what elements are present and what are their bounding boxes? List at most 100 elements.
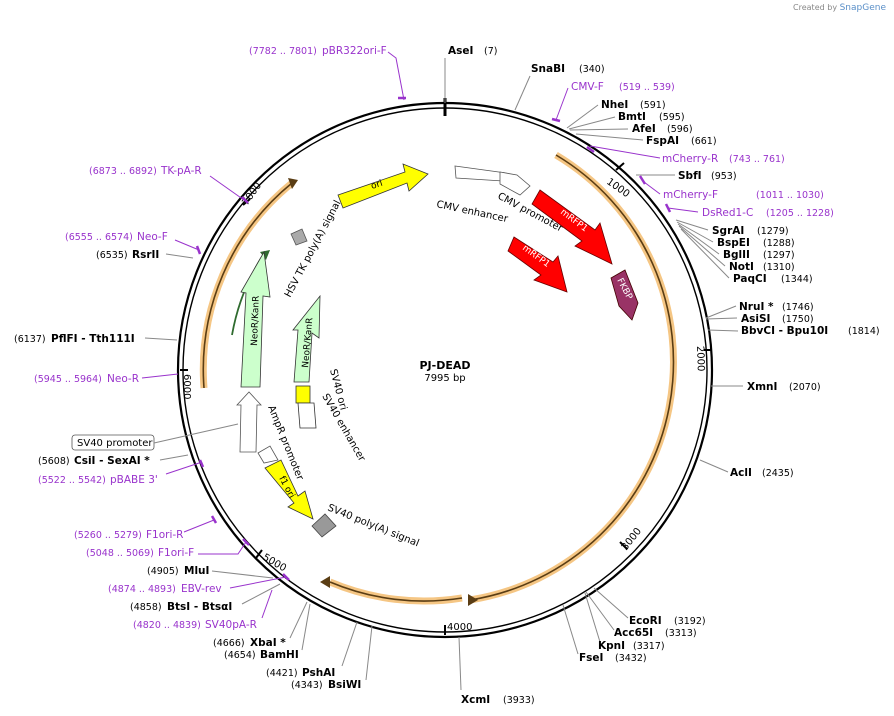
site-sbfI: SbfI bbox=[678, 170, 702, 182]
notI-leader bbox=[678, 225, 726, 267]
primer-pbr322ori: pBR322ori-F bbox=[322, 45, 387, 57]
tkpaR-mark bbox=[241, 196, 249, 204]
primer-f1oriR: F1ori-R bbox=[146, 529, 183, 541]
tick-mark-1000 bbox=[615, 162, 625, 171]
pshAI-leader bbox=[341, 621, 358, 667]
tick-6000: 6000 bbox=[181, 374, 192, 399]
bspEI-leader bbox=[676, 221, 714, 243]
f1oriR-leader bbox=[183, 519, 215, 533]
pbabe3-mark bbox=[198, 459, 205, 468]
neoR-leader bbox=[141, 373, 179, 379]
primer-neoF-pos: (6555 .. 6574) bbox=[65, 232, 133, 243]
ori-label: ori bbox=[370, 179, 384, 192]
orf-arc-right bbox=[469, 154, 675, 601]
site-mluI-pos: (4905) bbox=[147, 566, 179, 577]
paqCI-leader bbox=[680, 228, 730, 279]
site-paqCI: PaqCI bbox=[733, 273, 767, 285]
primers: (7782 .. 7801) pBR322ori-F CMV-F (519 ..… bbox=[34, 45, 834, 631]
primer-mcherryR-pos: (743 .. 761) bbox=[729, 154, 785, 165]
ampr-promoter-arrow bbox=[236, 391, 262, 453]
fspAI-leader bbox=[575, 133, 644, 141]
acc65I-leader bbox=[585, 591, 615, 631]
tick-3000: 3000 bbox=[620, 526, 644, 553]
primer-pbr322ori-pos: (7782 .. 7801) bbox=[249, 46, 317, 57]
site-fseI-pos: (3432) bbox=[615, 653, 647, 664]
site-notI: NotI bbox=[729, 261, 754, 273]
orf-arc-bottom-halo bbox=[328, 578, 463, 605]
site-xcmI: XcmI bbox=[461, 694, 490, 706]
primer-cmvF-pos: (519 .. 539) bbox=[619, 82, 675, 93]
primer-tkpaR-pos: (6873 .. 6892) bbox=[89, 166, 157, 177]
f1oriF-leader bbox=[198, 541, 247, 555]
sv40-promoter-leader bbox=[153, 423, 239, 444]
tick-mark-3000 bbox=[619, 541, 628, 550]
pbr322ori-leader bbox=[387, 51, 405, 101]
rsrII-leader bbox=[165, 253, 194, 259]
plasmid-name: PJ-DEAD bbox=[419, 359, 470, 372]
primer-f1oriR-pos: (5260 .. 5279) bbox=[74, 530, 142, 541]
xcmI-leader bbox=[458, 636, 462, 691]
csiI-leader bbox=[159, 454, 189, 461]
site-btsI-pos: (4858) bbox=[130, 602, 162, 613]
ecoRI-leader bbox=[593, 587, 629, 619]
mluI-leader bbox=[211, 570, 274, 579]
neor-orf-arrowhead bbox=[260, 250, 270, 260]
tkpaR-leader bbox=[209, 175, 245, 201]
site-bmtI-pos: (595) bbox=[659, 112, 685, 123]
bglII-leader bbox=[677, 223, 720, 255]
site-pshAI: PshAI bbox=[302, 667, 335, 679]
site-asiSI-pos: (1750) bbox=[782, 314, 814, 325]
site-bbvCI: BbvCI - Bpu10I bbox=[741, 325, 828, 337]
site-afeI-pos: (596) bbox=[667, 124, 693, 135]
site-fspAI-pos: (661) bbox=[691, 136, 717, 147]
fkbp-arrow bbox=[610, 269, 639, 321]
site-nheI: NheI bbox=[601, 99, 628, 111]
sv40-polya-label: SV40 poly(A) signal bbox=[326, 503, 421, 550]
aclI-leader bbox=[699, 459, 729, 473]
site-bamHI-pos: (4654) bbox=[224, 650, 256, 661]
site-paqCI-pos: (1344) bbox=[781, 274, 813, 285]
sv40-ori-box bbox=[295, 385, 311, 404]
fseI-leader bbox=[562, 604, 579, 655]
mrfp1-arrow-b bbox=[507, 236, 568, 293]
site-fspAI: FspAI bbox=[646, 135, 679, 147]
site-csiI: CsiI - SexAI * bbox=[74, 455, 150, 467]
primer-neoF: Neo-F bbox=[137, 231, 168, 243]
site-rsrII-pos: (6535) bbox=[96, 250, 128, 261]
neoF-mark bbox=[195, 245, 202, 255]
site-acc65I: Acc65I bbox=[614, 627, 653, 639]
mrfp1-arrow-a bbox=[531, 189, 613, 265]
nruI-leader bbox=[705, 305, 737, 319]
cmv-promoter-arrow bbox=[499, 171, 531, 196]
primer-tkpaR: TK-pA-R bbox=[160, 165, 202, 177]
site-aseI-pos: (7) bbox=[484, 46, 497, 57]
tick-2000: 2000 bbox=[694, 346, 706, 372]
site-mluI: MluI bbox=[184, 565, 209, 577]
site-acc65I-pos: (3313) bbox=[665, 628, 697, 639]
xbaI-leader bbox=[289, 601, 308, 639]
mcherryR-leader bbox=[589, 145, 661, 159]
site-bsiWI: BsiWI bbox=[328, 679, 361, 691]
bbvCI-leader bbox=[707, 329, 739, 332]
primer-ebvrev-pos: (4874 .. 4893) bbox=[108, 584, 176, 595]
primer-mcherryR: mCherry-R bbox=[662, 153, 718, 165]
site-aclI-pos: (2435) bbox=[762, 468, 794, 479]
site-bsiWI-pos: (4343) bbox=[291, 680, 323, 691]
dsred1C-mark bbox=[664, 203, 672, 213]
orf-arrowhead-right bbox=[468, 594, 478, 606]
orf-arrowhead-left bbox=[288, 178, 298, 189]
hsv-polya-label: HSV TK poly(A) signal bbox=[283, 199, 344, 300]
primer-dsred1C-pos: (1205 .. 1228) bbox=[766, 208, 834, 219]
bsiWI-leader bbox=[365, 625, 373, 681]
cmvF-leader bbox=[555, 87, 569, 121]
primer-pbabe3-pos: (5522 .. 5542) bbox=[38, 475, 106, 486]
ori-arrow bbox=[337, 163, 429, 209]
site-bmtI: BmtI bbox=[618, 111, 646, 123]
bamHI-leader bbox=[301, 603, 311, 651]
btsI-leader bbox=[241, 583, 281, 605]
site-btsI: BtsI - BtsαI bbox=[167, 601, 232, 613]
site-afeI: AfeI bbox=[632, 123, 656, 135]
site-xcmI-pos: (3933) bbox=[503, 695, 535, 706]
neor-outer-arrow bbox=[240, 250, 271, 388]
